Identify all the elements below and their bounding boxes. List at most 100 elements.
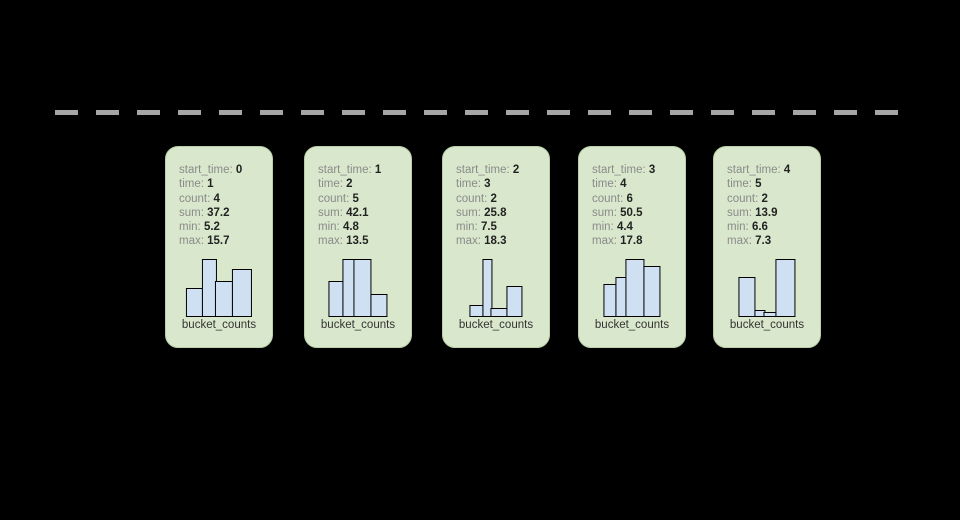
histogram-bars (469, 259, 523, 317)
histogram-bar (215, 280, 234, 317)
field-value: 3 (648, 164, 656, 176)
histogram-bar (232, 269, 253, 317)
field-row: sum: 50.5 (592, 206, 679, 220)
field-row: sum: 42.1 (318, 206, 405, 220)
field-key: max: (179, 235, 204, 248)
field-value: 13.5 (346, 235, 369, 248)
field-value: 1 (374, 164, 382, 176)
field-value: 15.7 (207, 235, 230, 248)
field-row: max: 7.3 (727, 234, 814, 248)
field-value: 25.8 (484, 206, 507, 219)
bucket-histogram (305, 259, 411, 317)
field-value: 17.8 (620, 235, 643, 248)
field-row: count: 6 (592, 192, 679, 206)
field-key: sum: (179, 206, 204, 219)
field-row: count: 4 (179, 192, 266, 206)
histogram-bar (506, 286, 523, 317)
field-key: sum: (456, 206, 481, 219)
field-key: min: (727, 221, 749, 234)
field-key: start_time: (456, 164, 510, 176)
field-key: time: (318, 178, 343, 191)
field-row: time: 1 (179, 177, 266, 191)
field-value: 2 (490, 192, 497, 205)
field-row: start_time: 0 (179, 163, 266, 177)
field-value: 5.2 (203, 221, 220, 234)
field-key: count: (727, 192, 759, 205)
field-value: 6.6 (751, 221, 768, 234)
field-row: max: 17.8 (592, 234, 679, 248)
field-row: start_time: 2 (456, 163, 543, 177)
field-key: max: (456, 235, 481, 248)
field-key: min: (179, 221, 201, 234)
field-key: count: (592, 192, 624, 205)
histogram-label: bucket_counts (320, 319, 396, 331)
field-value: 4 (620, 178, 627, 191)
field-row: max: 18.3 (456, 234, 543, 248)
field-row: start_time: 4 (727, 163, 814, 177)
field-value: 3 (484, 178, 491, 191)
field-row: min: 4.4 (592, 220, 679, 234)
field-value: 0 (235, 164, 243, 176)
field-key: start_time: (727, 164, 781, 176)
field-row: min: 4.8 (318, 220, 405, 234)
field-row: time: 3 (456, 177, 543, 191)
field-row: count: 2 (456, 192, 543, 206)
field-key: max: (318, 235, 343, 248)
field-key: min: (456, 221, 478, 234)
field-row: time: 2 (318, 177, 405, 191)
field-row: count: 2 (727, 192, 814, 206)
histogram-bar (490, 307, 508, 317)
field-key: time: (727, 178, 752, 191)
field-row: min: 7.5 (456, 220, 543, 234)
field-value: 2 (512, 164, 520, 176)
field-value: 7.5 (480, 221, 497, 234)
dashed-divider (55, 110, 912, 115)
histogram-bar (625, 259, 645, 317)
histogram-bar (775, 259, 796, 317)
field-value: 4 (213, 192, 220, 205)
field-key: start_time: (179, 164, 233, 176)
histogram-bars (185, 259, 253, 317)
field-row: min: 5.2 (179, 220, 266, 234)
field-key: sum: (727, 206, 752, 219)
field-key: max: (592, 235, 617, 248)
histogram-bars (328, 259, 388, 317)
histogram-label: bucket_counts (594, 319, 670, 331)
histogram-bar (738, 277, 756, 317)
field-key: min: (592, 221, 614, 234)
field-row: sum: 13.9 (727, 206, 814, 220)
field-value: 4.4 (616, 221, 633, 234)
bucket-histogram (166, 259, 272, 317)
histogram-bar (643, 265, 661, 317)
field-value: 37.2 (207, 206, 230, 219)
field-value: 5 (755, 178, 762, 191)
field-key: start_time: (592, 164, 646, 176)
histogram-bar (370, 293, 388, 317)
field-row: time: 4 (592, 177, 679, 191)
field-key: sum: (318, 206, 343, 219)
histogram-label: bucket_counts (729, 319, 805, 331)
bucket-histogram (714, 259, 820, 317)
field-row: start_time: 3 (592, 163, 679, 177)
field-value: 6 (626, 192, 633, 205)
field-value: 4 (783, 164, 791, 176)
field-key: max: (727, 235, 752, 248)
field-key: time: (456, 178, 481, 191)
field-value: 5 (352, 192, 359, 205)
field-key: count: (456, 192, 488, 205)
field-value: 4.8 (342, 221, 359, 234)
field-value: 2 (346, 178, 353, 191)
field-value: 1 (207, 178, 214, 191)
